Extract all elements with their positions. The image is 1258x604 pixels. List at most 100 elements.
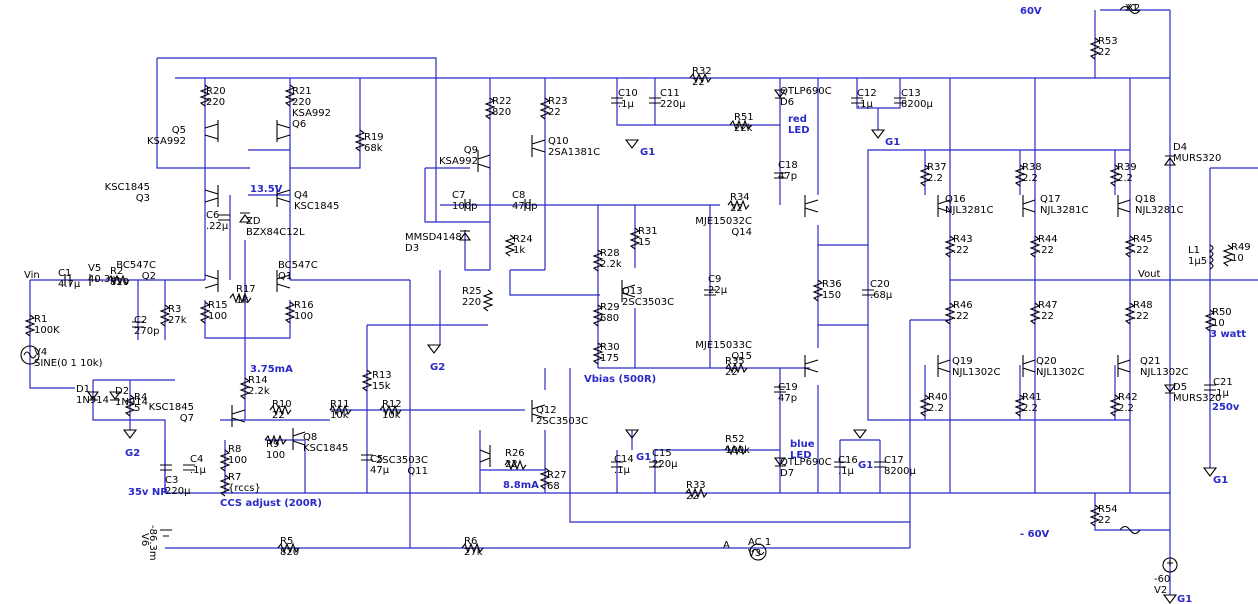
- component-val-c13: 8200µ: [901, 99, 933, 110]
- component-ref-r49: R49: [1231, 242, 1251, 253]
- component-val-c9: 22µ: [708, 285, 728, 296]
- component-val-d4: MURS320: [1173, 153, 1221, 164]
- component-val-c1: 4.7µ: [58, 279, 81, 290]
- component-val-q21: NJL1302C: [1140, 367, 1188, 378]
- component-ref-q11: Q11: [407, 466, 428, 477]
- component-ref-c17: C17: [884, 455, 904, 466]
- component-ref-r50: R50: [1212, 307, 1232, 318]
- component-val-c4: .1µ: [190, 465, 207, 476]
- component-val-q4: KSC1845: [294, 201, 339, 212]
- component-label-c6: C6.22µ: [206, 210, 229, 232]
- blue-led-label: blue LED: [790, 439, 818, 461]
- component-ref-r6: R6: [464, 536, 477, 547]
- ground-label: G1: [640, 147, 655, 158]
- component-val-q18: NJL3281C: [1135, 205, 1183, 216]
- component-ref-q3: Q3: [136, 193, 150, 204]
- component-val-r27: 68: [547, 481, 560, 492]
- component-ref-r2: R2: [110, 266, 123, 277]
- component-ref-r35: R35: [725, 356, 745, 367]
- component-val-c16: .1µ: [838, 466, 855, 477]
- component-val-r15: 100: [208, 311, 227, 322]
- vbias-label: Vbias (500R): [584, 374, 656, 385]
- component-val-d3: MMSD4148: [405, 232, 462, 243]
- component-ref-c6: C6: [206, 210, 219, 221]
- component-ref-d1: D1: [76, 384, 90, 395]
- component-val-c10: .1µ: [618, 99, 635, 110]
- ground-label: G1: [1177, 594, 1192, 604]
- component-ref-c18: C18: [778, 160, 798, 171]
- component-val-c18: 47p: [778, 171, 797, 182]
- component-ref-r22: R22: [492, 96, 512, 107]
- component-ref-r53: R53: [1098, 36, 1118, 47]
- component-val-r7: {rccs}: [228, 483, 261, 494]
- component-ref-r14: R14: [248, 375, 268, 386]
- component-val-r43: .22: [953, 245, 969, 256]
- component-label-r46: R46.22: [953, 300, 973, 322]
- component-val-d7: QTLP690C: [780, 457, 832, 468]
- component-ref-c9: C9: [708, 274, 721, 285]
- component-val-r23: 22: [548, 107, 561, 118]
- component-ref-r38: R38: [1022, 162, 1042, 173]
- component-label-r43: R43.22: [953, 234, 973, 256]
- component-ref-d5: D5: [1173, 382, 1187, 393]
- component-ref-q20: Q20: [1036, 356, 1057, 367]
- component-ref-r17: R17: [236, 284, 256, 295]
- vout-label: Vout: [1138, 269, 1161, 280]
- component-val-r17: 1k: [236, 295, 248, 306]
- component-ref-c15: C15: [652, 448, 672, 459]
- component-val-d5: MURS320: [1173, 393, 1221, 404]
- component-ref-r46: R46: [953, 300, 973, 311]
- component-ref-v3: V3: [748, 548, 761, 559]
- ccs-adjust-label: CCS adjust (200R): [220, 498, 322, 509]
- component-ref-c8: C8: [512, 190, 525, 201]
- component-ref-r24: R24: [513, 234, 533, 245]
- component-ref-r5: R5: [280, 536, 293, 547]
- component-val-r5: 820: [280, 547, 299, 558]
- component-ref-r32: R32: [692, 66, 712, 77]
- component-val-c17: 8200µ: [884, 466, 916, 477]
- component-val-r30: 175: [600, 353, 619, 364]
- component-val-r10: 22: [272, 410, 285, 421]
- component-ref-c21: C21: [1213, 377, 1233, 388]
- ground-label: G1: [636, 452, 651, 463]
- component-val-c14: .1µ: [614, 465, 631, 476]
- component-ref-r25: R25: [462, 286, 482, 297]
- component-val-r38: 2.2: [1022, 173, 1038, 184]
- component-ref-d7: D7: [780, 468, 794, 479]
- component-val-r19: 68k: [364, 143, 383, 154]
- component-ref-r7: R7: [228, 472, 241, 483]
- component-val-c20: .68µ: [870, 290, 893, 301]
- ground-label: G2: [125, 448, 140, 459]
- component-val-d1: 1N914: [76, 395, 109, 406]
- component-val-r9: 100: [266, 450, 285, 461]
- component-val-q14: MJE15032C: [695, 216, 752, 227]
- component-ref-q17: Q17: [1040, 194, 1061, 205]
- component-val-r46: .22: [953, 311, 969, 322]
- ground-label: G1: [1213, 475, 1228, 486]
- rail-neg-label: - 60V: [1020, 529, 1050, 540]
- component-ref-r54: R54: [1098, 504, 1118, 515]
- component-val-q19: NJL1302C: [952, 367, 1000, 378]
- three-watt-label: 3 watt: [1210, 329, 1246, 340]
- component-ref-r42: R42: [1118, 392, 1138, 403]
- component-ref-r40: R40: [928, 392, 948, 403]
